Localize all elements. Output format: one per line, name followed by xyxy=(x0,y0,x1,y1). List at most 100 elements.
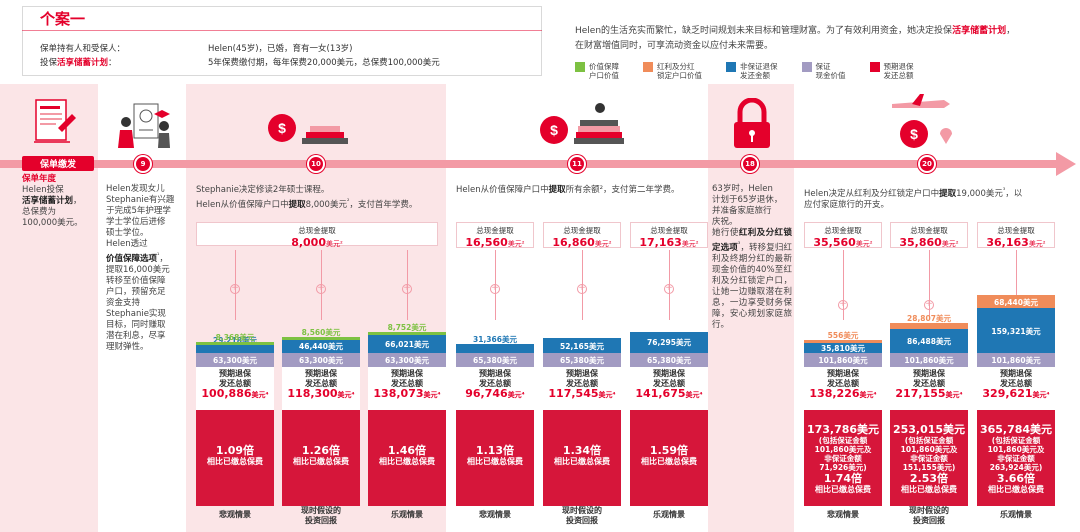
withdraw-value: 16,860 xyxy=(552,236,595,249)
bar-value-green: 8,752美元 xyxy=(387,322,427,332)
multiple-detail: 非保证金额 xyxy=(910,454,948,463)
bar-value-gray: 63,300美元 xyxy=(213,356,257,365)
multiple-detail: 365,784美元 xyxy=(979,423,1053,436)
legend-label: 非保证退保发还金额 xyxy=(740,62,778,80)
scenario-label: 乐观情景 xyxy=(1000,510,1032,519)
text-line: Stephanie实现 xyxy=(106,308,166,319)
expected-total-value: 118,300 xyxy=(287,387,338,400)
expected-total-value: 138,073 xyxy=(373,387,424,400)
text-line: 计划于65岁退休， xyxy=(712,195,783,205)
multiple-box: 1.59倍相比已缴总保费 xyxy=(630,410,708,506)
text-line: 潜在利息，尽享 xyxy=(106,330,166,341)
bar-value-gray: 63,300美元 xyxy=(385,356,429,365)
bar-value-orange: 28,807美元 xyxy=(907,314,951,324)
plus-icon: + xyxy=(924,299,934,310)
svg-text:$: $ xyxy=(278,120,286,136)
text-line: Helen发现女儿 xyxy=(106,184,165,194)
timeline-arrow xyxy=(1056,152,1076,176)
withdraw-label: 总现金提取 xyxy=(997,226,1035,235)
legend-item: 预期退保发还总额 xyxy=(869,62,914,80)
multiple-label: 相比已缴总保费 xyxy=(379,457,435,466)
expected-total-value: 329,621 xyxy=(982,387,1033,400)
multiple-box: 1.34倍相比已缴总保费 xyxy=(543,410,621,506)
bar-segment-gray xyxy=(630,353,708,367)
books-money-icon: $ xyxy=(536,98,632,154)
plus-icon: + xyxy=(402,283,412,294)
svg-text:$: $ xyxy=(910,126,918,142)
multiple-value: 1.26倍 xyxy=(301,444,341,457)
expected-total-value: 117,545 xyxy=(548,387,599,400)
case-row-2-label: 投保活享储蓄计划： xyxy=(40,58,117,68)
bar-segment-gray xyxy=(456,353,534,367)
bar-value-blue: 29,218美元 xyxy=(213,335,257,345)
bar-value-gray: 65,380美元 xyxy=(560,356,604,365)
connector-line xyxy=(843,250,844,320)
withdraw-value: 35,860 xyxy=(899,236,942,249)
bar-segment-gray xyxy=(543,353,621,367)
text-line: 户口，预留充足 xyxy=(106,286,166,297)
withdraw-label: 总现金提取 xyxy=(563,226,601,235)
bar-segment-green xyxy=(196,341,274,345)
expected-total-value: 138,226 xyxy=(809,387,860,400)
case-row-2-value: 5年保费缴付期，每年保费20,000美元，总保费100,000美元 xyxy=(208,58,440,68)
bar-value-gray: 101,860美元 xyxy=(904,356,954,365)
multiple-detail: 263,924美元) xyxy=(989,463,1043,472)
legend-swatch xyxy=(801,62,812,72)
multiple-detail: 151,155美元) xyxy=(902,463,956,472)
scenario-label: 现时假设的投资回报 xyxy=(562,506,602,525)
intro-text: Helen的生活充实而繁忙，缺乏时间规划未来目标和管理财富。为了有效利用资金，她… xyxy=(575,26,1016,51)
timeline-marker-10: 10 xyxy=(307,155,325,173)
multiple-box: 1.09倍相比已缴总保费 xyxy=(196,410,274,506)
multiple-detail: (包括保证金额 xyxy=(818,436,868,445)
timeline-marker-11: 11 xyxy=(568,155,586,173)
legend-swatch xyxy=(869,62,880,72)
multiple-detail: 101,860美元及 xyxy=(987,445,1045,454)
travel-money-icon: $ xyxy=(884,94,964,156)
bar-value-green: 8,560美元 xyxy=(301,327,341,337)
multiple-label: 相比已缴总保费 xyxy=(901,485,957,494)
connector-line xyxy=(1016,250,1017,320)
multiple-detail: 非保证金额 xyxy=(997,454,1035,463)
text-line: 63岁时，Helen xyxy=(712,184,773,194)
bar-value-blue: 35,810美元 xyxy=(821,343,865,353)
legend-item: 价值保障户口价值 xyxy=(575,62,619,80)
svg-text:$: $ xyxy=(550,122,558,138)
scenario-label: 悲观情景 xyxy=(827,510,859,519)
scenario-label: 乐观情景 xyxy=(391,510,423,519)
timeline-marker-18: 18 xyxy=(741,155,759,173)
withdraw-label: 总现金提取 xyxy=(824,226,862,235)
bar-segment-gray xyxy=(196,353,274,367)
col-3-text: Helen从价值保障户口中提取所有余额²，支付第二年学费。 xyxy=(456,185,680,195)
multiple-box: 1.26倍相比已缴总保费 xyxy=(282,410,360,506)
bar-segment-gray xyxy=(890,353,968,367)
multiple-label: 相比已缴总保费 xyxy=(815,485,871,494)
legend-label: 价值保障户口价值 xyxy=(589,62,619,80)
multiple-detail: 非保证金额 xyxy=(824,454,862,463)
plus-icon: + xyxy=(316,283,326,294)
plus-icon: + xyxy=(490,283,500,294)
multiple-detail: 71,926美元) xyxy=(819,463,867,472)
money-bag-books-icon: $ xyxy=(264,104,364,154)
text-line: Stephanie有兴趣 xyxy=(106,195,175,205)
bar-segment-blue xyxy=(282,339,360,353)
col-2-text: Stephanie决定修读2年硕士课程。 Helen从价值保障户口中提取8,00… xyxy=(196,185,418,210)
start-tag: 保单缴发 xyxy=(22,156,94,171)
bar-value-blue: 66,021美元 xyxy=(385,339,429,349)
bar-segment-blue xyxy=(630,331,708,353)
bar-value-gray: 65,380美元 xyxy=(473,356,517,365)
bar-segment-blue xyxy=(543,338,621,353)
bar-segment-blue xyxy=(977,308,1055,353)
